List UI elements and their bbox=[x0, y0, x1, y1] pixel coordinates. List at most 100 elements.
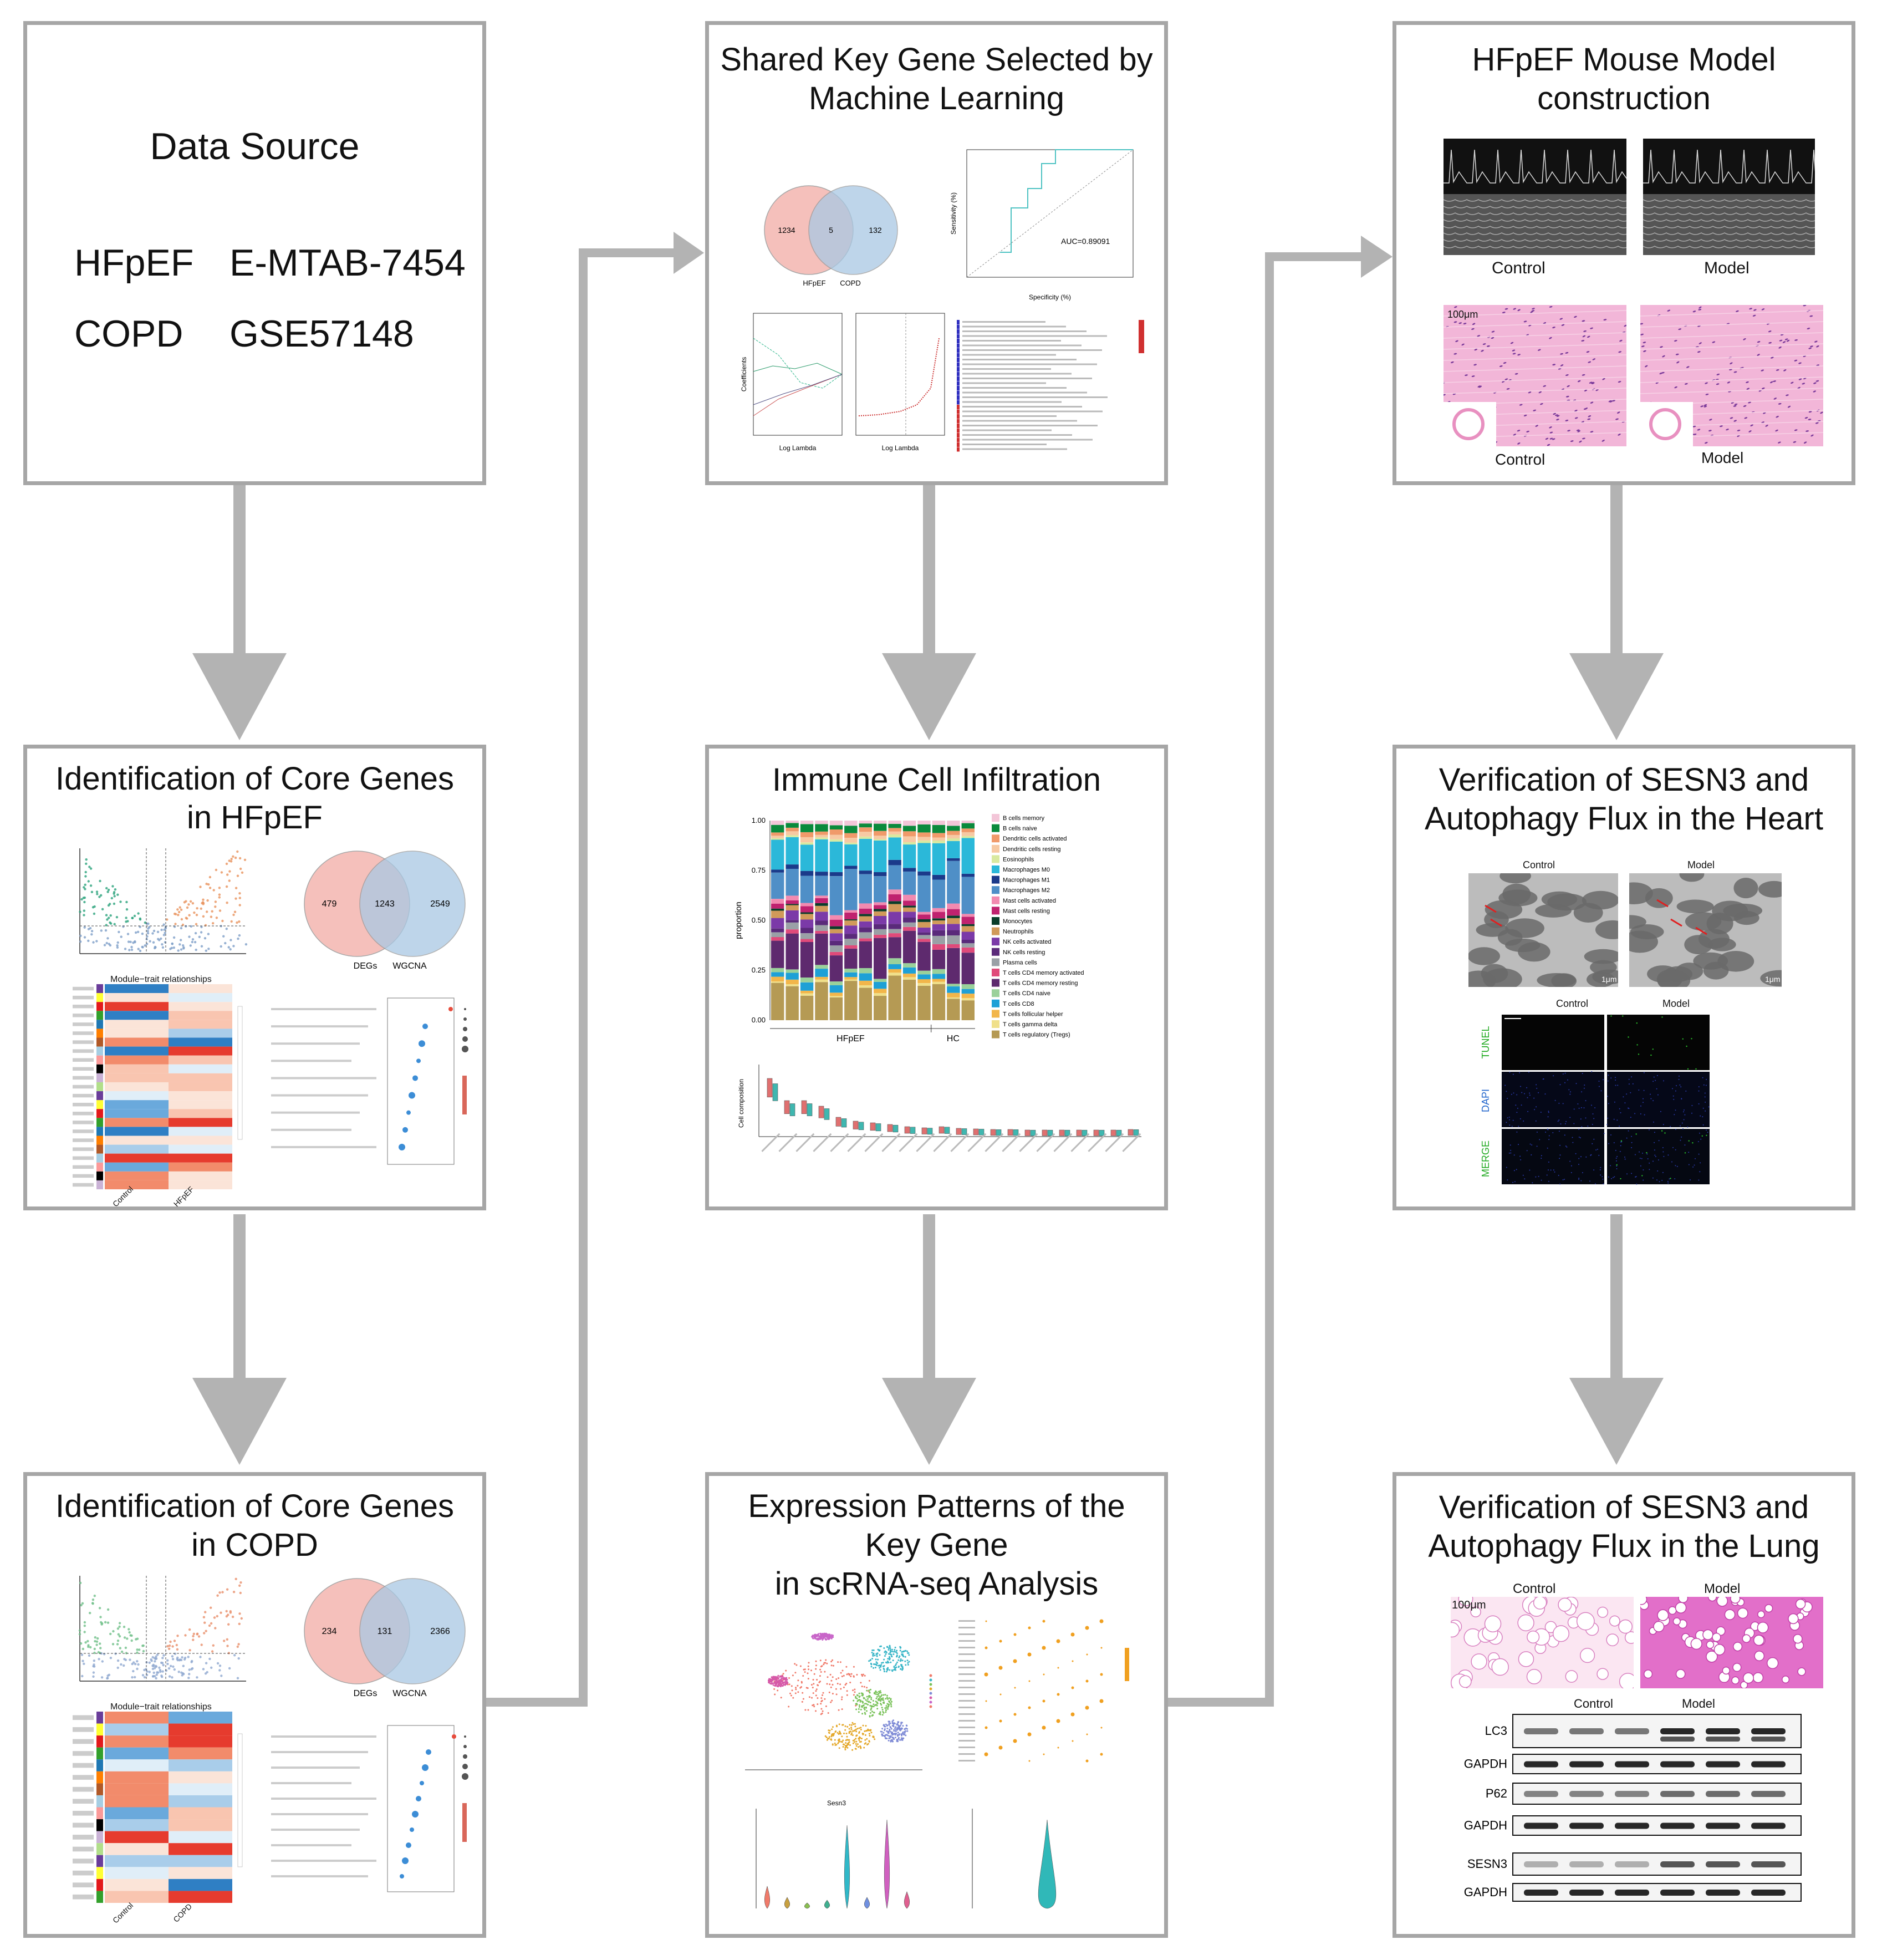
umap-cell bbox=[849, 1724, 851, 1726]
heatmap-module-color bbox=[96, 1171, 103, 1180]
gsea-term-label bbox=[962, 373, 1072, 375]
heatmap-cell bbox=[105, 1819, 169, 1831]
lung-alveolus bbox=[1606, 1633, 1619, 1647]
lung-he-label-control: Control bbox=[1513, 1581, 1556, 1596]
tunel-dapi-dot bbox=[1655, 1080, 1656, 1081]
tunel-dapi-dot bbox=[1578, 1164, 1579, 1165]
he-nucleus bbox=[1584, 408, 1588, 410]
umap-cell bbox=[880, 1704, 883, 1706]
volcano-point bbox=[87, 1645, 90, 1648]
stacked-bar-segment bbox=[800, 870, 814, 876]
lung-alveolus bbox=[1619, 1673, 1634, 1688]
violin-shape bbox=[764, 1886, 771, 1909]
legend-entry: Macrophages M1 bbox=[1003, 877, 1050, 884]
stacked-bar-segment bbox=[859, 908, 872, 914]
umap-cell bbox=[886, 1660, 889, 1662]
dotplot-term-label bbox=[271, 1782, 351, 1784]
stacked-bar-segment bbox=[917, 832, 931, 837]
umap-cell bbox=[907, 1652, 909, 1654]
umap-cell bbox=[819, 1668, 822, 1671]
tunel-dapi-dot bbox=[1610, 1165, 1611, 1167]
gsea-color-strip bbox=[957, 362, 960, 367]
umap-cell bbox=[856, 1674, 858, 1676]
he-nucleus bbox=[1804, 417, 1808, 419]
umap-cell bbox=[901, 1734, 902, 1737]
heatmap-cell bbox=[105, 1878, 169, 1891]
stacked-bar-segment bbox=[888, 821, 901, 824]
umap-cell bbox=[897, 1737, 900, 1739]
tunel-dapi-dot bbox=[1518, 1144, 1519, 1146]
heatmap-cell bbox=[169, 1891, 232, 1903]
tunel-dapi-dot bbox=[1524, 1178, 1526, 1180]
tunel-dapi-dot bbox=[1513, 1154, 1515, 1156]
volcano-point bbox=[150, 1658, 152, 1661]
shared-title-2: Machine Learning bbox=[808, 80, 1065, 116]
heatmap-row-label bbox=[73, 1121, 94, 1124]
stacked-bar-segment bbox=[844, 842, 858, 844]
heatmap-hfpef-title: Module−trait relationships bbox=[110, 975, 212, 984]
wb-row-label: LC3 bbox=[1485, 1724, 1507, 1738]
tunel-dapi-dot bbox=[1678, 1078, 1680, 1080]
volcano-point bbox=[136, 1637, 139, 1640]
umap-cell bbox=[893, 1722, 895, 1724]
umap-legend-dot bbox=[929, 1705, 932, 1708]
volcano-point bbox=[200, 931, 203, 934]
umap-cell bbox=[895, 1651, 897, 1653]
volcano-point bbox=[166, 1662, 169, 1666]
volcano-point bbox=[136, 1648, 139, 1651]
umap-cell bbox=[794, 1672, 797, 1674]
lung-alveolus bbox=[1458, 1597, 1473, 1607]
volcano-point bbox=[208, 1624, 211, 1627]
umap-cell bbox=[876, 1702, 878, 1704]
legend-entry: Dendritic cells resting bbox=[1003, 846, 1061, 853]
volcano-point bbox=[180, 908, 183, 911]
volcano-point bbox=[144, 944, 146, 947]
dotplot-size-legend bbox=[462, 1764, 468, 1769]
he-nucleus bbox=[1537, 349, 1541, 351]
stacked-bar-segment bbox=[800, 993, 814, 996]
he-nucleus bbox=[1768, 342, 1772, 344]
umap-cell bbox=[896, 1723, 899, 1725]
wb-band-lower bbox=[1660, 1737, 1695, 1742]
tunel-dapi-dot bbox=[1593, 1118, 1595, 1119]
tunel-dapi-dot bbox=[1558, 1102, 1560, 1104]
tunel-dapi-dot bbox=[1649, 1169, 1650, 1170]
heatmap-cell bbox=[169, 1055, 232, 1065]
lung-alveolus bbox=[1740, 1681, 1748, 1688]
legend-entry: Dendritic cells activated bbox=[1003, 836, 1067, 842]
umap-cell bbox=[810, 1669, 812, 1672]
volcano-point bbox=[130, 945, 133, 949]
umap-cell bbox=[869, 1712, 871, 1714]
heatmap-row-label bbox=[73, 1076, 94, 1080]
umap-cell bbox=[882, 1710, 884, 1713]
em-mitochondrion bbox=[1590, 960, 1617, 975]
tunel-dapi-dot bbox=[1597, 1148, 1598, 1150]
volcano-point bbox=[145, 1673, 149, 1677]
heatmap-cell bbox=[169, 1011, 232, 1020]
he-nucleus bbox=[1502, 380, 1505, 383]
heart-title-2: Autophagy Flux in the Heart bbox=[1425, 801, 1823, 837]
umap-cell bbox=[848, 1728, 850, 1730]
volcano-point bbox=[207, 948, 210, 950]
heatmap-cell bbox=[105, 1180, 169, 1189]
tunel-dapi-dot bbox=[1593, 1169, 1595, 1171]
he-nucleus bbox=[1549, 306, 1553, 308]
tunel-dapi-dot bbox=[1523, 1120, 1524, 1122]
volcano-point bbox=[112, 1630, 115, 1633]
volcano-point bbox=[229, 860, 233, 863]
tunel-dapi-dot bbox=[1641, 1158, 1643, 1159]
tunel-dapi-dot bbox=[1541, 1155, 1542, 1157]
stacked-bar-segment bbox=[829, 945, 843, 952]
volcano-point bbox=[120, 1663, 123, 1666]
volcano-point bbox=[119, 1647, 121, 1650]
tunel-dapi-dot bbox=[1607, 1117, 1609, 1119]
umap-cell bbox=[858, 1696, 860, 1698]
umap-cell bbox=[896, 1654, 898, 1656]
heatmap-cell bbox=[105, 1171, 169, 1180]
tunel-dapi-dot bbox=[1513, 1092, 1514, 1094]
tunel-positive-dot bbox=[1622, 1015, 1624, 1017]
group-label-hc: HC bbox=[947, 1034, 960, 1043]
umap-cell bbox=[831, 1636, 833, 1638]
sc-dot bbox=[1042, 1699, 1045, 1703]
